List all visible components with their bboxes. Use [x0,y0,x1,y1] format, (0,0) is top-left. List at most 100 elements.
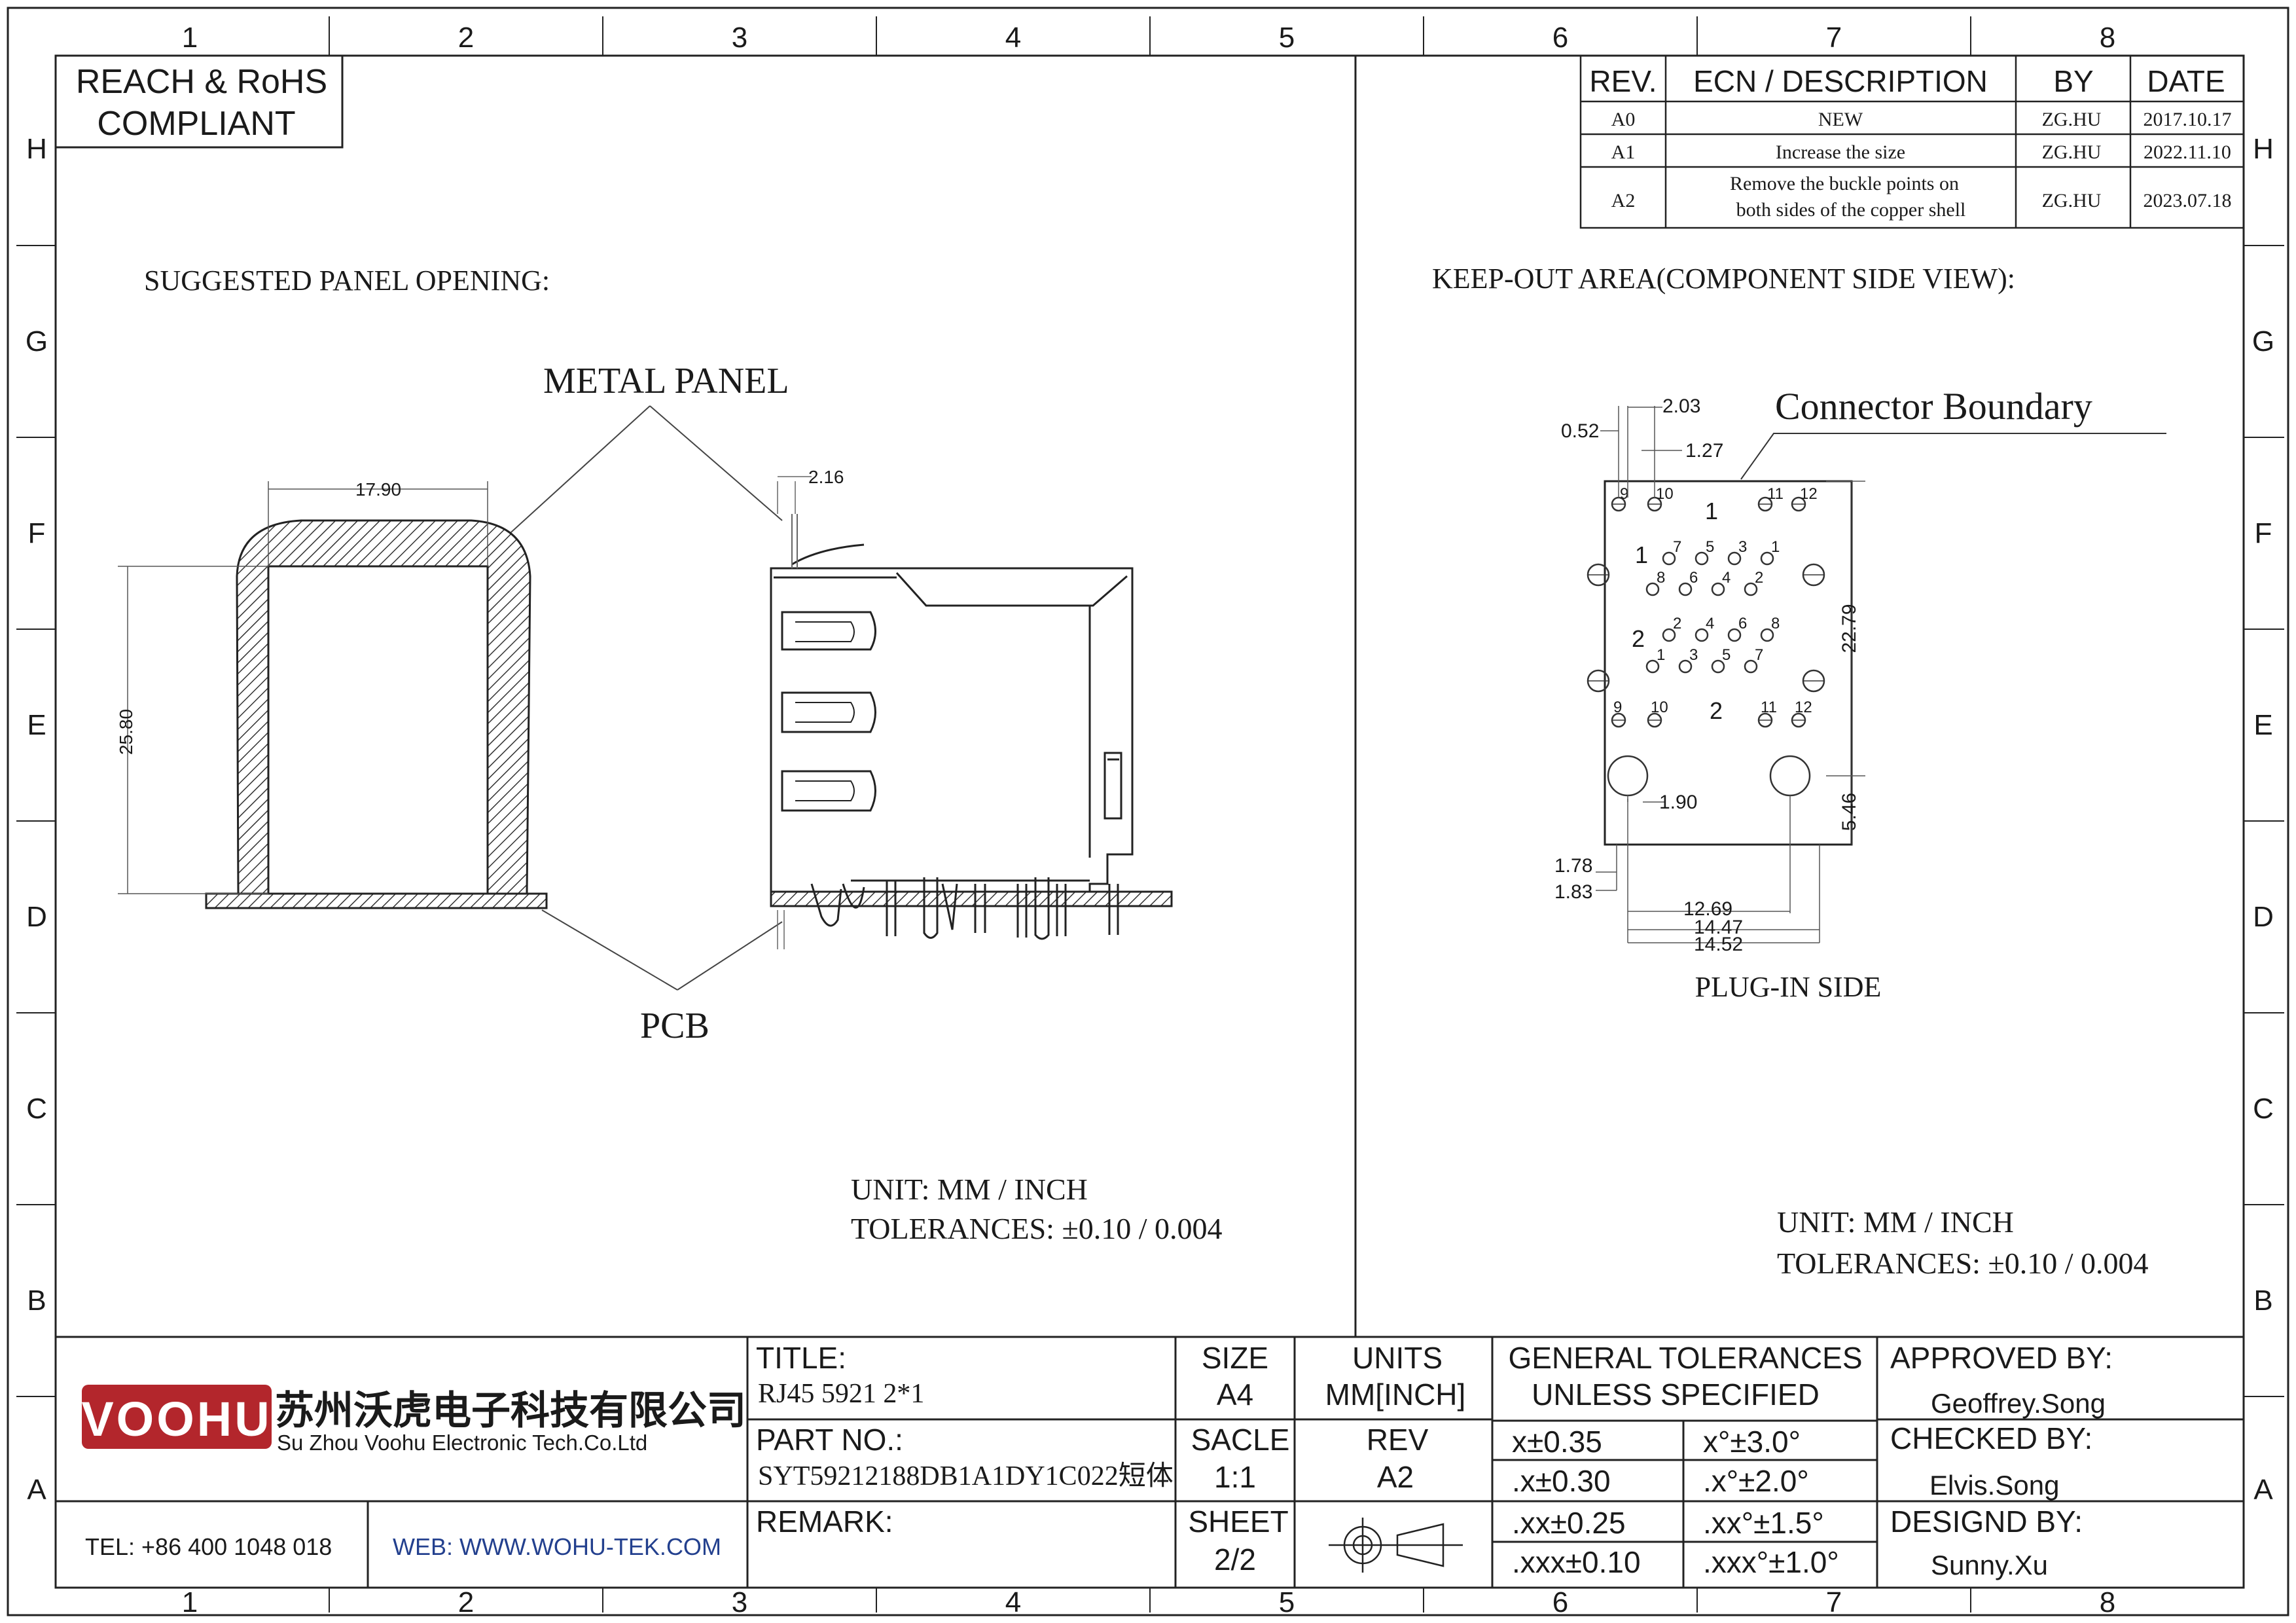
pin-number: 6 [1689,569,1698,587]
pin-number: 9 [1620,485,1628,503]
title-label: TITLE: [756,1341,846,1375]
scale-label: SACLE [1191,1423,1290,1457]
company-name-en: Su Zhou Voohu Electronic Tech.Co.Ltd [277,1431,647,1455]
description-cell: Remove the buckle points on [1730,173,1959,194]
rev-header: REV. [1589,64,1657,98]
col-label: 1 [182,1586,198,1618]
by-header: BY [2053,64,2093,98]
dim-label: 1.78 [1554,855,1592,877]
compliance-box: REACH & RoHS COMPLIANT [54,54,344,149]
row-label: D [26,901,47,933]
row-label: F [2255,517,2272,549]
pin-number: 11 [1761,699,1777,716]
col-label: 1 [182,22,198,54]
port-label: 2 [1632,625,1645,652]
row-label: E [2253,709,2272,741]
rev-value: A2 [1377,1460,1414,1494]
pin-number: 2 [1673,615,1681,632]
dim-label: 14.52 [1694,934,1743,955]
general-tolerances-line2: UNLESS SPECIFIED [1532,1377,1820,1412]
row-label: B [27,1285,46,1317]
metal-panel-frame [236,519,531,895]
frame-labels: 1 2 3 4 5 6 7 8 1 2 3 4 5 6 7 8 H G F E … [26,22,2274,1618]
dim-label: 1.83 [1554,881,1592,903]
pin-number: 9 [1613,699,1622,716]
dim-label: 1.90 [1659,792,1697,813]
by-cell: ZG.HU [2042,109,2102,130]
connector-legs [810,877,1119,940]
row-label: F [28,517,46,549]
tel: TEL: +86 400 1048 018 [85,1533,332,1560]
connector-boundary-label: Connector Boundary [1775,385,2092,428]
tolerance-angular: .x°±2.0° [1703,1464,1809,1498]
description-cell: both sides of the copper shell [1736,199,1966,221]
description-header: ECN / DESCRIPTION [1693,64,1988,98]
metal-panel-label: METAL PANEL [543,361,789,401]
col-label: 2 [458,22,474,54]
col-label: 7 [1826,1586,1842,1618]
pin-number: 8 [1771,615,1780,632]
pin-number: 8 [1657,569,1665,587]
unit-notes-right: UNIT: MM / INCH TOLERANCES: ±0.10 / 0.00… [1777,1205,2148,1280]
row-label: H [26,133,47,165]
remark-label: REMARK: [756,1504,893,1539]
row-label: C [26,1093,47,1125]
plug-in-side-label: PLUG-IN SIDE [1695,971,1882,1003]
title-block: VOOHU 苏州沃虎电子科技有限公司 Su Zhou Voohu Electro… [56,1336,2244,1588]
row-label: H [2253,133,2274,165]
company-logo: VOOHU [81,1385,272,1449]
col-label: 8 [2100,1586,2115,1618]
connector-pcb [770,890,1173,907]
keepout-heading: KEEP-OUT AREA(COMPONENT SIDE VIEW): [1432,263,2015,295]
connector-side-view [770,514,1134,895]
dim-label: 12.69 [1683,898,1732,920]
pin-number: 1 [1657,646,1665,664]
pin-number: 12 [1800,485,1818,503]
tolerance-angular: .xxx°±1.0° [1703,1545,1839,1579]
boundary-leader [1740,433,2166,480]
date-cell: 2022.11.10 [2144,141,2231,163]
keepout-dim-labels: 2.03 0.52 1.27 22.79 1.90 5.46 1.78 1.83… [1554,395,1860,955]
port-label: 2 [1710,697,1723,724]
pin-number: 4 [1722,569,1731,587]
part-value: SYT59212188DB1A1DY1C022短体 [758,1461,1174,1491]
size-label: SIZE [1202,1341,1268,1375]
row-label: A [2253,1474,2273,1506]
connector-outline [1604,480,1853,846]
row-label: B [2253,1285,2272,1317]
compliance-line1: REACH & RoHS [76,63,327,101]
projection-symbol [1329,1518,1463,1573]
checked-label: CHECKED BY: [1890,1421,2092,1455]
unit-note: UNIT: MM / INCH [851,1173,1088,1206]
rev-label: REV [1367,1423,1429,1457]
keepout-view: KEEP-OUT AREA(COMPONENT SIDE VIEW): Conn… [1432,263,2166,1003]
dim-width: 17.90 [355,479,401,500]
pin-number: 5 [1706,538,1714,556]
company-name-cn: 苏州沃虎电子科技有限公司 [275,1388,746,1434]
dim-label: 22.79 [1839,604,1860,653]
tolerance-note: TOLERANCES: ±0.10 / 0.004 [851,1212,1222,1245]
tolerance-linear: x±0.35 [1512,1425,1602,1459]
part-label: PART NO.: [756,1423,903,1457]
col-label: 6 [1552,1586,1568,1618]
pin-number: 10 [1651,699,1668,716]
units-label: UNITS [1352,1341,1443,1375]
by-cell: ZG.HU [2042,190,2102,211]
port-label: 1 [1705,498,1718,524]
tolerance-note: TOLERANCES: ±0.10 / 0.004 [1777,1247,2148,1280]
unit-notes-left: UNIT: MM / INCH TOLERANCES: ±0.10 / 0.00… [851,1173,1222,1245]
pin-number: 4 [1706,615,1714,632]
date-header: DATE [2147,64,2225,98]
scale-value: 1:1 [1214,1460,1256,1494]
pin-number: 3 [1689,646,1698,664]
col-label: 8 [2100,22,2115,54]
revision-table: REV. ECN / DESCRIPTION BY DATE A0 NEW ZG… [1579,54,2245,229]
panel-opening-heading: SUGGESTED PANEL OPENING: [144,264,550,297]
pin-number: 2 [1755,569,1763,587]
keepout-dimensions [1596,406,1865,943]
tolerance-angular: x°±3.0° [1703,1425,1801,1459]
pin-number: 6 [1738,615,1747,632]
row-label: A [27,1474,46,1506]
designed-label: DESIGND BY: [1890,1504,2083,1539]
